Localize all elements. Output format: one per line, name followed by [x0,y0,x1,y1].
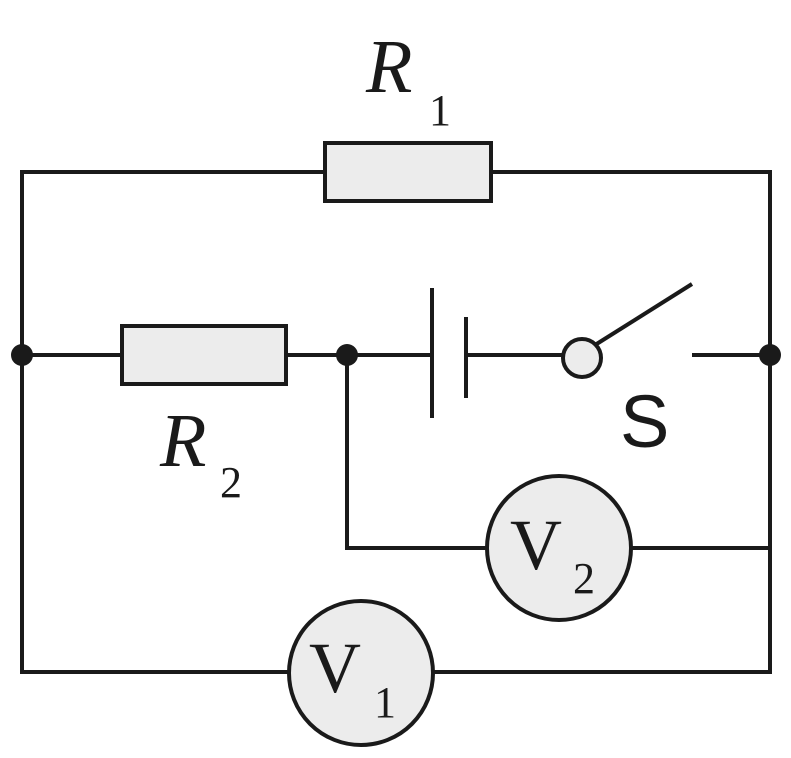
voltmeter-v1 [287,599,435,747]
voltmeter-v2-label: V [510,505,562,585]
resistor-r2-subscript: 2 [220,458,242,507]
switch-label: S [620,380,669,463]
resistor-r1 [323,141,493,203]
junction-dot-right [759,344,781,366]
junction-dot-left [11,344,33,366]
resistor-r1-subscript: 1 [429,86,451,135]
voltmeter-v2 [485,474,633,622]
resistor-r1-label: R [365,25,412,109]
switch-lever [593,282,694,347]
switch-pivot [561,337,603,379]
junction-dot-middle [336,344,358,366]
resistor-r2 [120,324,288,386]
voltmeter-v2-subscript: 2 [573,554,595,603]
resistor-r2-label: R [159,399,206,483]
voltmeter-v1-label: V [309,628,361,708]
voltmeter-v1-subscript: 1 [374,678,396,727]
